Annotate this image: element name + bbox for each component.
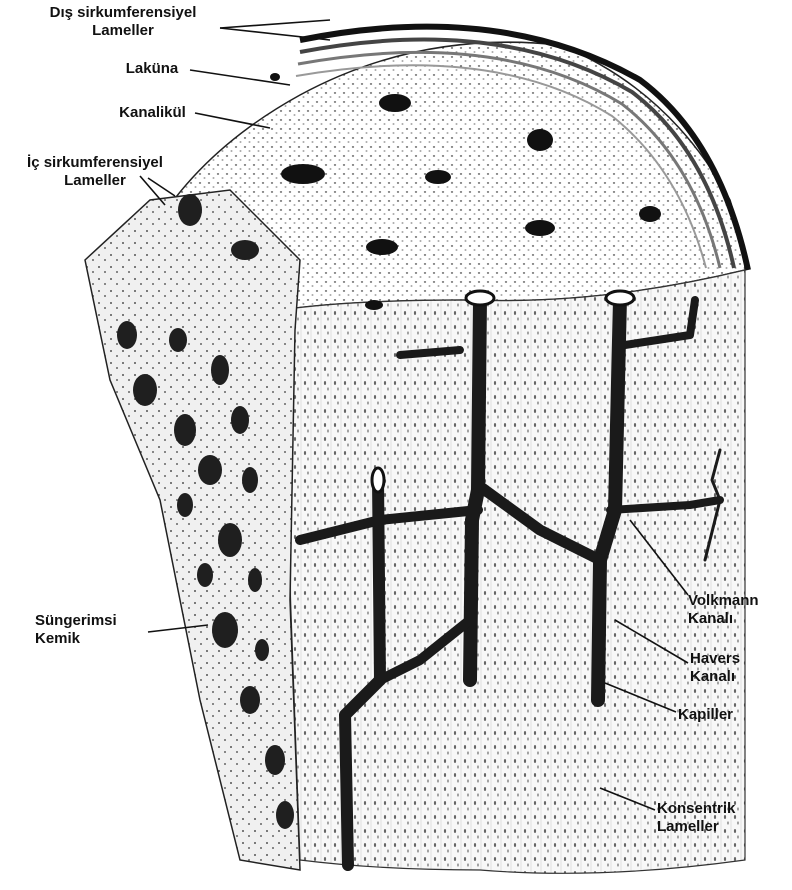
label-spongy-bone: Süngerimsi Kemik <box>35 612 150 648</box>
label-volkmann-canal: Volkmann Kanalı <box>688 592 788 628</box>
label-line: İç sirkumferensiyel <box>0 154 190 172</box>
label-line: Konsentrik <box>657 800 777 818</box>
label-line: Süngerimsi <box>35 612 150 630</box>
label-line: Kanalı <box>688 610 788 628</box>
label-line: Dış sirkumferensiyel <box>18 4 228 22</box>
label-line: Kemik <box>35 630 150 648</box>
label-haversian-canal: Havers Kanalı <box>690 650 780 686</box>
label-line: Laküna <box>112 60 192 78</box>
label-concentric-lamellae: Konsentrik Lameller <box>657 800 777 836</box>
label-line: Kanalikül <box>105 104 200 122</box>
label-line: Havers <box>690 650 780 668</box>
label-line: Lameller <box>657 818 777 836</box>
label-line: Lameller <box>18 22 228 40</box>
label-line: Volkmann <box>688 592 788 610</box>
label-lacuna: Laküna <box>112 60 192 78</box>
label-inner-circumferential-lamellae: İç sirkumferensiyel Lameller <box>0 154 190 190</box>
label-line: Lameller <box>0 172 190 190</box>
label-line: Kapiller <box>678 706 778 724</box>
label-outer-circumferential-lamellae: Dış sirkumferensiyel Lameller <box>18 4 228 40</box>
label-line: Kanalı <box>690 668 780 686</box>
label-capillary: Kapiller <box>678 706 778 724</box>
label-canaliculus: Kanalikül <box>105 104 200 122</box>
